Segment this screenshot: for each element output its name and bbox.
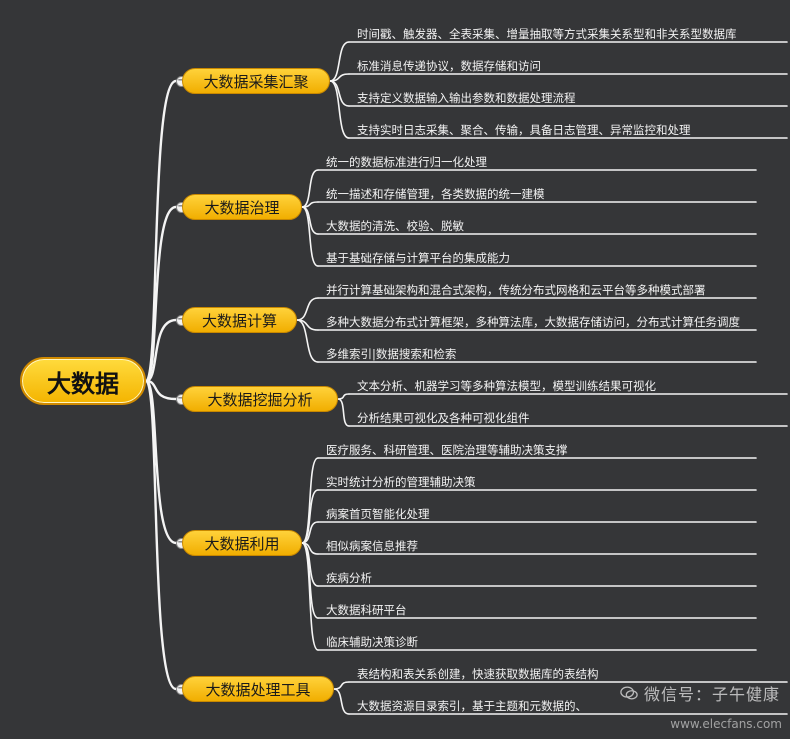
leaf-item: 多维索引|数据搜索和检索 [326,347,457,361]
branch-node[interactable]: 大数据计算 [182,307,297,333]
leaf-item: 基于基础存储与计算平台的集成能力 [326,251,510,265]
leaf-connector [301,542,319,651]
leaf-item: 分析结果可视化及各种可视化组件 [357,411,530,425]
leaf-item: 实时统计分析的管理辅助决策 [326,475,476,489]
root-connector [144,379,178,691]
leaf-connector [329,80,350,107]
leaf-connector [333,688,350,715]
leaf-item: 相似病案信息推荐 [326,539,418,553]
leaf-item: 标准消息传递协议，数据存储和访问 [357,59,541,73]
wechat-icon [620,686,638,700]
leaf-connector [337,398,350,427]
leaf-connector [301,169,319,208]
leaf-connector [301,206,319,267]
watermark-text: 微信号：子午健康 [643,685,780,704]
root-connector [144,205,178,383]
leaf-connector [296,297,319,321]
leaf-item: 支持实时日志采集、聚合、传输，具备日志管理、异常监控和处理 [357,123,691,137]
leaf-connector [329,41,350,82]
root-connector [144,379,178,401]
root-node[interactable]: 大数据 [20,357,146,405]
leaf-connector [296,319,319,363]
branch-node[interactable]: 大数据利用 [182,530,302,556]
leaf-item: 时间戳、触发器、全表采集、增量抽取等方式采集关系型和非关系型数据库 [357,27,737,41]
leaf-connector [301,489,319,544]
leaf-item: 临床辅助决策诊断 [326,635,418,649]
leaf-item: 大数据资源目录索引，基于主题和元数据的、 [357,699,587,713]
branch-node[interactable]: 大数据采集汇聚 [182,68,330,94]
leaf-item: 表结构和表关系创建，快速获取数据库的表结构 [357,667,599,681]
leaf-item: 支持定义数据输入输出参数和数据处理流程 [357,91,576,105]
leaf-item: 病案首页智能化处理 [326,507,430,521]
watermark-site: www.elecfans.com [670,717,782,731]
branch-node[interactable]: 大数据治理 [182,194,302,220]
leaf-item: 并行计算基础架构和混合式架构，传统分布式网格和云平台等多种模式部署 [326,283,706,297]
branch-node[interactable]: 大数据处理工具 [182,676,334,702]
leaf-item: 医疗服务、科研管理、医院治理等辅助决策支撑 [326,443,568,457]
leaf-item: 文本分析、机器学习等多种算法模型，模型训练结果可视化 [357,379,656,393]
watermark: 微信号：子午健康 [620,681,780,705]
leaf-connector [329,80,350,139]
branch-node[interactable]: 大数据挖掘分析 [182,386,338,412]
leaf-item: 疾病分析 [326,571,372,585]
leaf-connector [301,201,319,208]
leaf-item: 统一的数据标准进行归一化处理 [326,155,487,169]
root-connector [144,318,178,383]
leaf-item: 大数据科研平台 [326,603,407,617]
leaf-item: 统一描述和存储管理，各类数据的统一建模 [326,187,545,201]
leaf-connector [333,681,350,690]
leaf-item: 大数据的清洗、校验、脱敏 [326,219,464,233]
leaf-item: 多种大数据分布式计算框架，多种算法库，大数据存储访问，分布式计算任务调度 [326,315,740,329]
leaf-connector [337,393,350,400]
